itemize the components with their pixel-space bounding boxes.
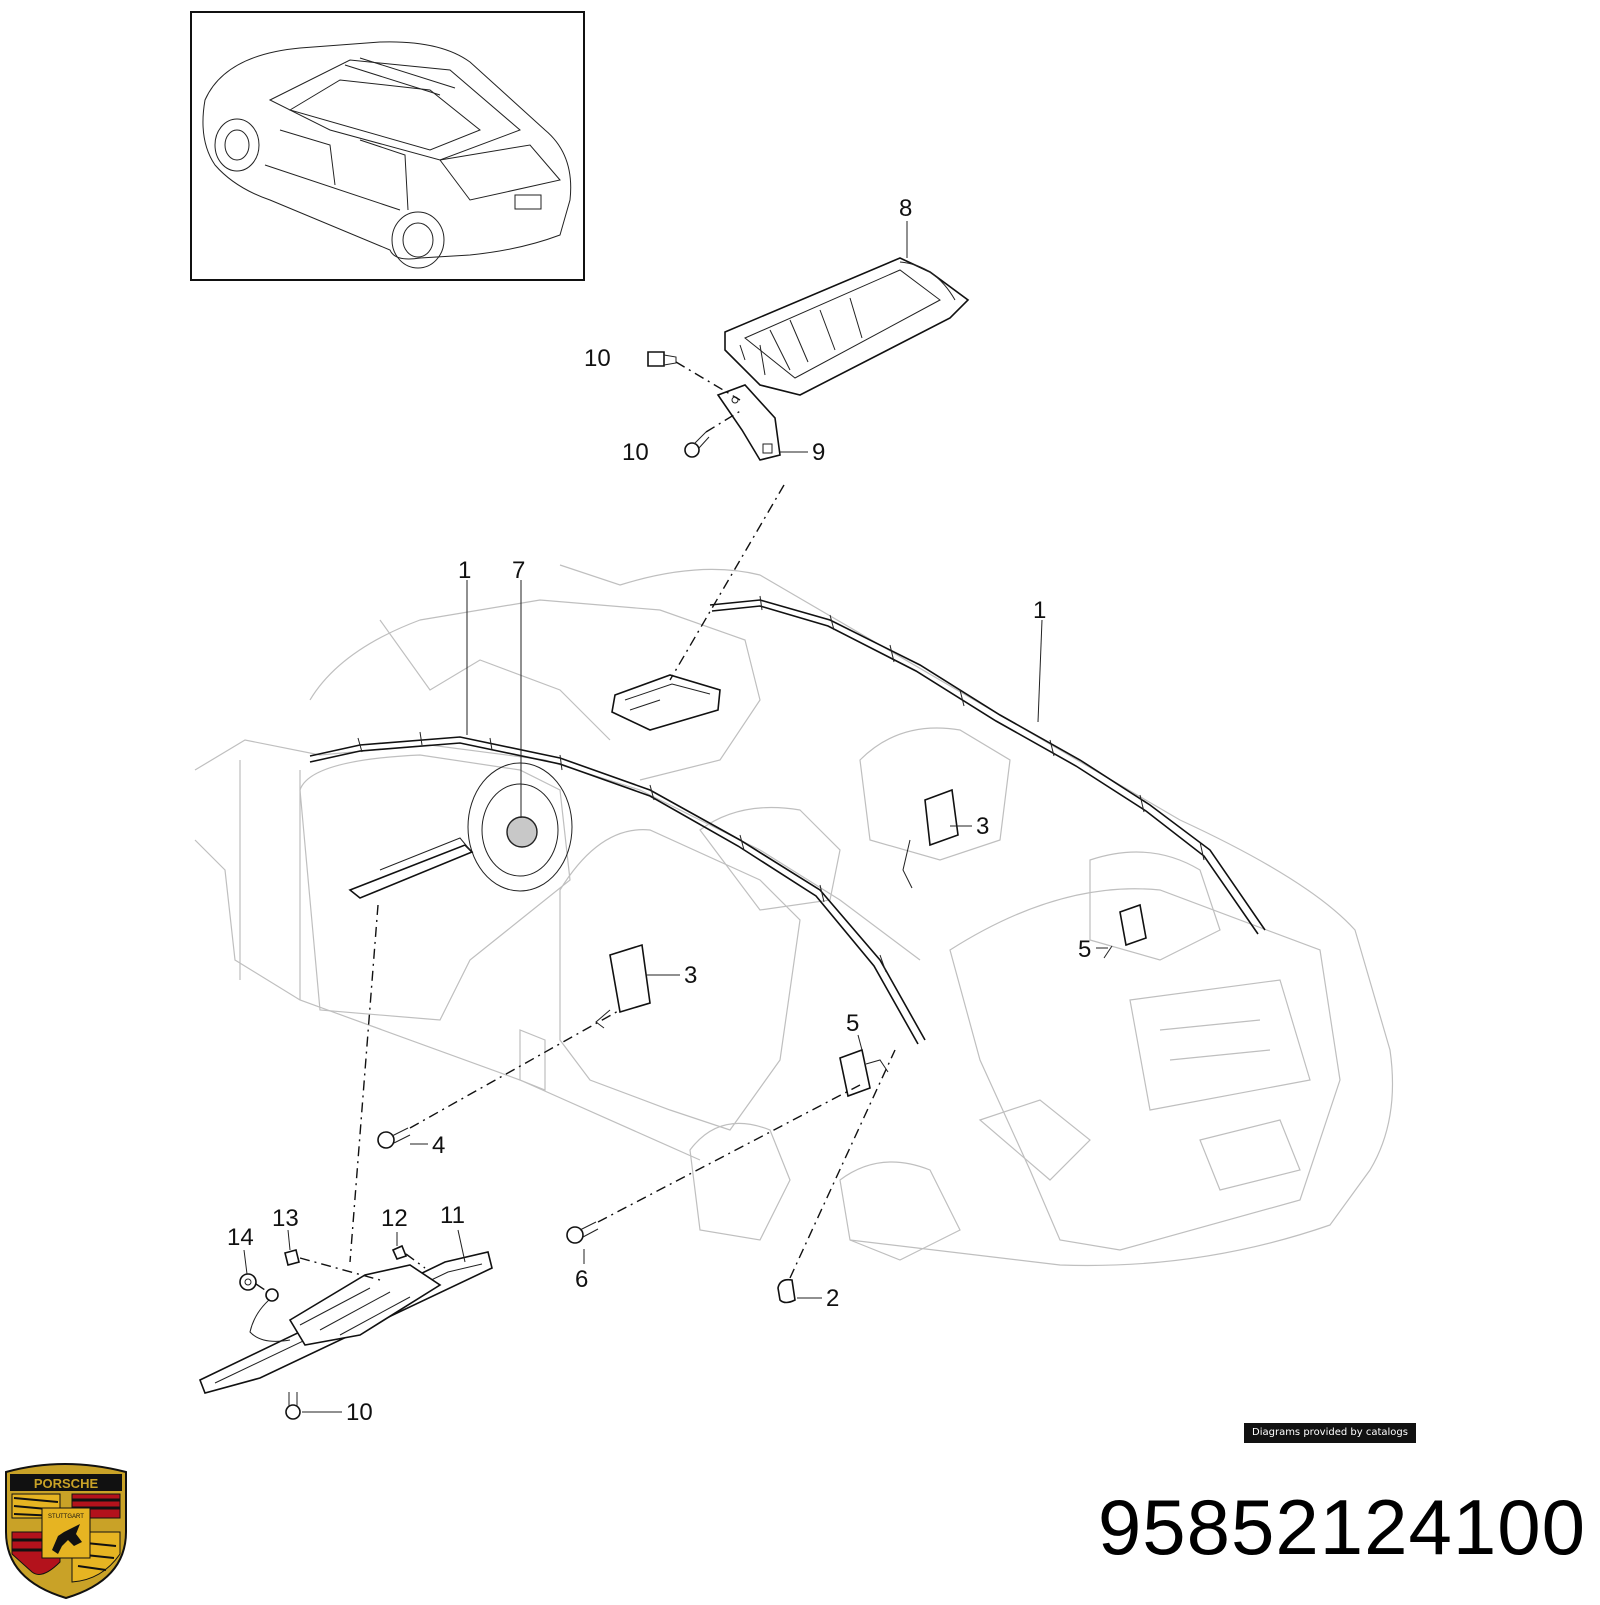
callout-10-top: 10 <box>584 345 611 372</box>
airbag-bracket <box>716 384 781 461</box>
knee-airbag-module <box>198 1251 493 1394</box>
clip-2 <box>777 1278 796 1304</box>
callout-labels: 1 1 2 3 3 4 5 5 6 7 8 9 10 10 10 11 12 1… <box>227 195 1091 1426</box>
body-shell <box>194 564 1394 1267</box>
callout-2: 2 <box>826 1285 839 1312</box>
porsche-crest-logo: PORSCHE STUTTGART <box>5 1463 127 1600</box>
side-airbag-front <box>595 943 651 1029</box>
svg-text:PORSCHE: PORSCHE <box>34 1476 99 1491</box>
side-airbag-rear <box>902 788 959 889</box>
screw-12 <box>391 1244 408 1260</box>
screw-13 <box>284 1249 300 1266</box>
callout-1-left-curtain: 1 <box>1033 597 1046 624</box>
screw-4 <box>377 1127 411 1149</box>
callout-1-right-curtain: 1 <box>458 557 471 584</box>
callout-13: 13 <box>272 1205 299 1232</box>
passenger-airbag-installed <box>611 674 721 731</box>
screw-10b <box>684 431 710 458</box>
knee-airbag-installed <box>348 837 474 899</box>
callout-4: 4 <box>432 1132 445 1159</box>
screw-6 <box>566 1221 599 1244</box>
crash-sensor-c-pillar <box>1103 903 1147 959</box>
callout-6: 6 <box>575 1266 588 1293</box>
screw-10c <box>285 1392 301 1420</box>
nut-14 <box>239 1273 279 1302</box>
callout-10-middle: 10 <box>622 439 649 466</box>
callout-9: 9 <box>812 439 825 466</box>
callout-5-rear: 5 <box>1078 936 1091 963</box>
assembly-lines <box>255 361 896 1293</box>
passenger-airbag-module <box>724 257 970 396</box>
diagram-credit-badge: Diagrams provided by catalogs parts <box>1244 1423 1416 1458</box>
screw-10a <box>647 351 677 367</box>
callout-14: 14 <box>227 1224 254 1251</box>
crash-sensor-b-pillar <box>839 1048 889 1098</box>
callout-12: 12 <box>381 1205 408 1232</box>
callout-3-front: 3 <box>684 962 697 989</box>
callout-3-rear: 3 <box>976 813 989 840</box>
callout-10-bottom: 10 <box>346 1399 373 1426</box>
svg-text:STUTTGART: STUTTGART <box>48 1514 84 1520</box>
driver-airbag <box>467 762 573 892</box>
part-number: 95852124100 <box>1097 1483 1586 1571</box>
leader-lines <box>243 221 1108 1413</box>
curtain-airbag-left <box>709 595 1266 935</box>
callout-8: 8 <box>899 195 912 222</box>
vehicle-inset <box>190 11 585 281</box>
curtain-airbag-right <box>309 731 926 1045</box>
callout-7: 7 <box>512 557 525 584</box>
callout-5-front: 5 <box>846 1010 859 1037</box>
callout-11: 11 <box>440 1202 465 1229</box>
